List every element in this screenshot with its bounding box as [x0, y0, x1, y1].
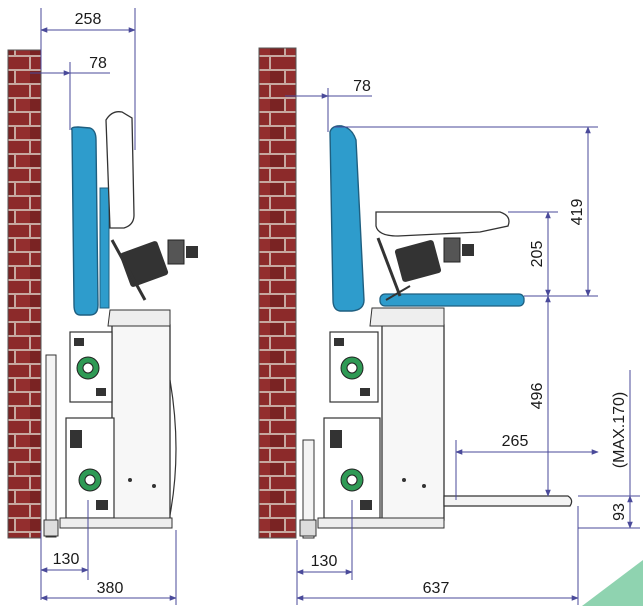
label-folded-width: 258 [75, 11, 102, 28]
label-unfolded-rail-offset: 130 [311, 553, 338, 570]
brick-wall-right [258, 47, 297, 539]
armrest-joystick-left [119, 239, 198, 287]
motor-upper-left [69, 331, 113, 403]
label-backrest-height: 419 [569, 199, 586, 226]
unfolded-view [258, 47, 573, 539]
carriage-left [111, 324, 171, 521]
footrest [443, 495, 573, 507]
rail-right [302, 439, 315, 539]
rail-left [45, 354, 57, 538]
label-unfolded-wall-offset: 78 [353, 78, 371, 95]
brick-wall-left [7, 49, 42, 539]
folded-view [7, 49, 198, 539]
seat-folded [105, 111, 135, 229]
label-folded-total-depth: 380 [97, 580, 124, 597]
label-footrest-height: 93 [611, 503, 628, 521]
corner-accent [582, 560, 643, 606]
motor-upper-right [329, 331, 379, 403]
label-seat-height: 496 [529, 383, 546, 410]
label-footrest-depth: 265 [502, 433, 529, 450]
dimension-lines [30, 8, 640, 605]
armrest [375, 211, 510, 237]
backrest-folded [70, 126, 99, 316]
armrest-joystick-right [394, 237, 474, 282]
label-footrest-height-max: (MAX.170) [611, 392, 628, 468]
dimension-labels: 258 78 130 380 78 419 205 496 265 93 (MA… [53, 11, 628, 597]
label-folded-rail-offset: 130 [53, 551, 80, 568]
label-folded-wall-offset: 78 [89, 55, 107, 72]
motor-lower-left [65, 417, 156, 519]
label-unfolded-total-depth: 637 [423, 580, 450, 597]
backrest [329, 125, 365, 312]
seat-cushion [379, 293, 525, 307]
label-armrest-height: 205 [529, 241, 546, 268]
carriage-right [381, 324, 445, 521]
